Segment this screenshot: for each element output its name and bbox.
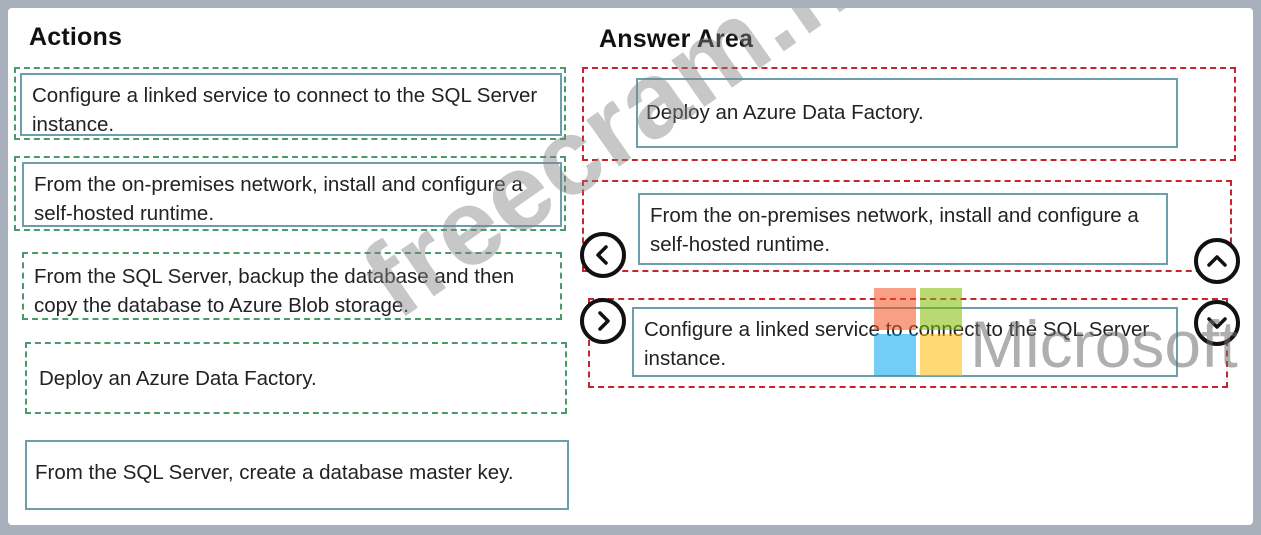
action-item-backup-database[interactable]: From the SQL Server, backup the database… bbox=[26, 256, 558, 318]
action-item-deploy-data-factory[interactable]: Deploy an Azure Data Factory. bbox=[29, 346, 563, 412]
microsoft-wordmark-watermark: Microsoft bbox=[970, 307, 1238, 381]
ms-blue-square bbox=[874, 334, 916, 376]
action-item-master-key[interactable]: From the SQL Server, create a database m… bbox=[25, 440, 569, 510]
answer-item-label: Deploy an Azure Data Factory. bbox=[646, 101, 924, 124]
chevron-down-icon bbox=[1207, 317, 1227, 329]
answer-item-label: From the on-premises network, install an… bbox=[650, 204, 1139, 256]
actions-heading: Actions bbox=[29, 23, 123, 51]
answer-slot-1 bbox=[582, 67, 1236, 161]
site-watermark: freecram.net bbox=[341, 8, 952, 341]
drag-drop-question: Actions Answer Area Configure a linked s… bbox=[8, 8, 1253, 525]
move-up-button[interactable] bbox=[1194, 238, 1240, 284]
action-slot-1: Configure a linked service to connect to… bbox=[14, 67, 566, 140]
chevron-right-icon bbox=[598, 311, 610, 331]
action-item-label: From the on-premises network, install an… bbox=[34, 173, 523, 225]
answer-slot-2 bbox=[582, 180, 1232, 272]
ms-red-square bbox=[874, 288, 916, 330]
ms-yellow-square bbox=[920, 334, 962, 376]
chevron-left-icon bbox=[596, 245, 608, 265]
action-item-label: Deploy an Azure Data Factory. bbox=[39, 367, 317, 390]
microsoft-logo-watermark bbox=[874, 288, 964, 378]
move-left-button[interactable] bbox=[580, 232, 626, 278]
action-item-label: From the SQL Server, create a database m… bbox=[35, 461, 514, 484]
answer-item-self-hosted-runtime[interactable]: From the on-premises network, install an… bbox=[638, 193, 1168, 265]
chevron-up-icon bbox=[1207, 255, 1227, 267]
move-right-button[interactable] bbox=[580, 298, 626, 344]
action-item-linked-service[interactable]: Configure a linked service to connect to… bbox=[20, 73, 562, 136]
action-item-label: From the SQL Server, backup the database… bbox=[34, 265, 515, 317]
answer-item-deploy-data-factory[interactable]: Deploy an Azure Data Factory. bbox=[636, 78, 1178, 148]
action-item-self-hosted-runtime[interactable]: From the on-premises network, install an… bbox=[22, 162, 562, 227]
action-slot-3: From the SQL Server, backup the database… bbox=[22, 252, 562, 320]
action-slot-4: Deploy an Azure Data Factory. bbox=[25, 342, 567, 414]
move-down-button[interactable] bbox=[1194, 300, 1240, 346]
action-item-label: Configure a linked service to connect to… bbox=[32, 84, 538, 136]
action-slot-2: From the on-premises network, install an… bbox=[14, 156, 566, 231]
answer-area-heading: Answer Area bbox=[599, 25, 754, 53]
ms-green-square bbox=[920, 288, 962, 330]
